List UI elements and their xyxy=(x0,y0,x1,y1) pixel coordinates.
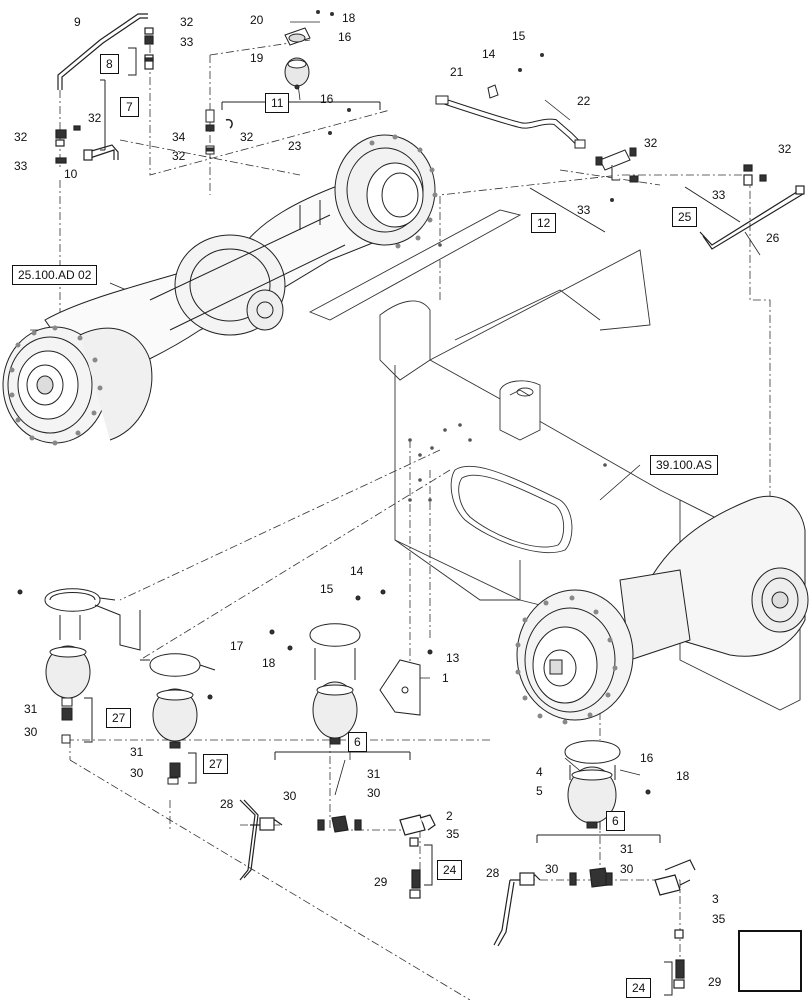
callout-14: 14 xyxy=(482,47,496,61)
callout-32: 32 xyxy=(644,136,658,150)
ref-front-axle[interactable]: 25.100.AD 02 xyxy=(12,265,98,285)
callout-32: 32 xyxy=(778,142,792,156)
callout-16: 16 xyxy=(320,92,334,106)
callout-15: 15 xyxy=(512,29,526,43)
callout-18: 18 xyxy=(676,769,690,783)
group-box-25: 25 xyxy=(672,207,698,227)
callout-19: 19 xyxy=(250,51,264,65)
callout-33: 33 xyxy=(180,35,194,49)
callout-31: 31 xyxy=(620,842,634,856)
group-box-7: 7 xyxy=(120,97,139,117)
callout-34: 34 xyxy=(172,130,186,144)
callout-30: 30 xyxy=(367,786,381,800)
group-box-6-right: 6 xyxy=(606,811,625,831)
brake-tube-upper-right xyxy=(699,164,805,250)
callout-32: 32 xyxy=(172,149,186,163)
group-box-24-center: 24 xyxy=(437,860,463,880)
callout-14: 14 xyxy=(350,564,364,578)
callout-3: 3 xyxy=(712,892,719,906)
callout-31: 31 xyxy=(24,702,38,716)
callout-16: 16 xyxy=(338,30,352,44)
callout-30: 30 xyxy=(283,789,297,803)
brake-tube-lower-center xyxy=(239,799,436,899)
front-axle-assembly xyxy=(2,134,438,446)
callout-29: 29 xyxy=(374,875,388,889)
callout-33: 33 xyxy=(712,188,726,202)
group-box-24-right: 24 xyxy=(626,978,652,998)
callout-35: 35 xyxy=(446,827,460,841)
callout-32: 32 xyxy=(180,15,194,29)
callout-28: 28 xyxy=(486,866,500,880)
brake-tube-lower-right xyxy=(493,859,696,989)
callout-10: 10 xyxy=(64,167,78,181)
group-brackets xyxy=(84,47,741,996)
callout-22: 22 xyxy=(577,94,591,108)
callout-21: 21 xyxy=(450,65,464,79)
accumulator-lower-center xyxy=(269,589,433,745)
callout-35: 35 xyxy=(712,912,726,926)
ref-frame[interactable]: 39.100.AS xyxy=(650,455,719,475)
callout-17: 17 xyxy=(230,639,244,653)
callout-28: 28 xyxy=(220,797,234,811)
callout-30: 30 xyxy=(130,766,144,780)
brake-tubes-upper-left xyxy=(55,13,154,164)
callout-18: 18 xyxy=(342,11,356,25)
group-box-8: 8 xyxy=(100,54,119,74)
callout-9: 9 xyxy=(74,15,81,29)
callout-32: 32 xyxy=(14,130,28,144)
callout-13: 13 xyxy=(446,651,460,665)
callout-16: 16 xyxy=(640,751,654,765)
rear-axle-assembly xyxy=(515,495,809,725)
callout-1: 1 xyxy=(442,671,449,685)
group-box-27-right: 27 xyxy=(203,754,229,774)
callout-26: 26 xyxy=(766,231,780,245)
callout-15: 15 xyxy=(320,582,334,596)
callout-4: 4 xyxy=(536,765,543,779)
callout-2: 2 xyxy=(446,809,453,823)
callout-leaders xyxy=(109,21,761,830)
accumulators-lower-left xyxy=(17,588,216,785)
hose-assembly xyxy=(435,53,639,202)
callout-18: 18 xyxy=(262,656,276,670)
callout-32: 32 xyxy=(88,111,102,125)
group-box-12: 12 xyxy=(531,213,557,233)
callout-20: 20 xyxy=(250,13,264,27)
group-box-27-left: 27 xyxy=(106,708,132,728)
group-box-11: 11 xyxy=(265,93,290,113)
callout-33: 33 xyxy=(577,203,591,217)
callout-31: 31 xyxy=(367,767,381,781)
callout-30: 30 xyxy=(545,862,559,876)
callout-30: 30 xyxy=(24,725,38,739)
callout-29: 29 xyxy=(708,975,722,989)
group-box-6-center: 6 xyxy=(348,732,367,752)
navigate-arrow-button[interactable] xyxy=(738,930,802,992)
callout-31: 31 xyxy=(130,745,144,759)
callout-30: 30 xyxy=(620,862,634,876)
accumulator-top xyxy=(205,10,351,155)
accumulator-lower-right xyxy=(564,740,651,829)
arrow-icon xyxy=(740,932,800,990)
callout-23: 23 xyxy=(288,139,302,153)
callout-32: 32 xyxy=(240,130,254,144)
callout-33: 33 xyxy=(14,159,28,173)
callout-5: 5 xyxy=(536,784,543,798)
